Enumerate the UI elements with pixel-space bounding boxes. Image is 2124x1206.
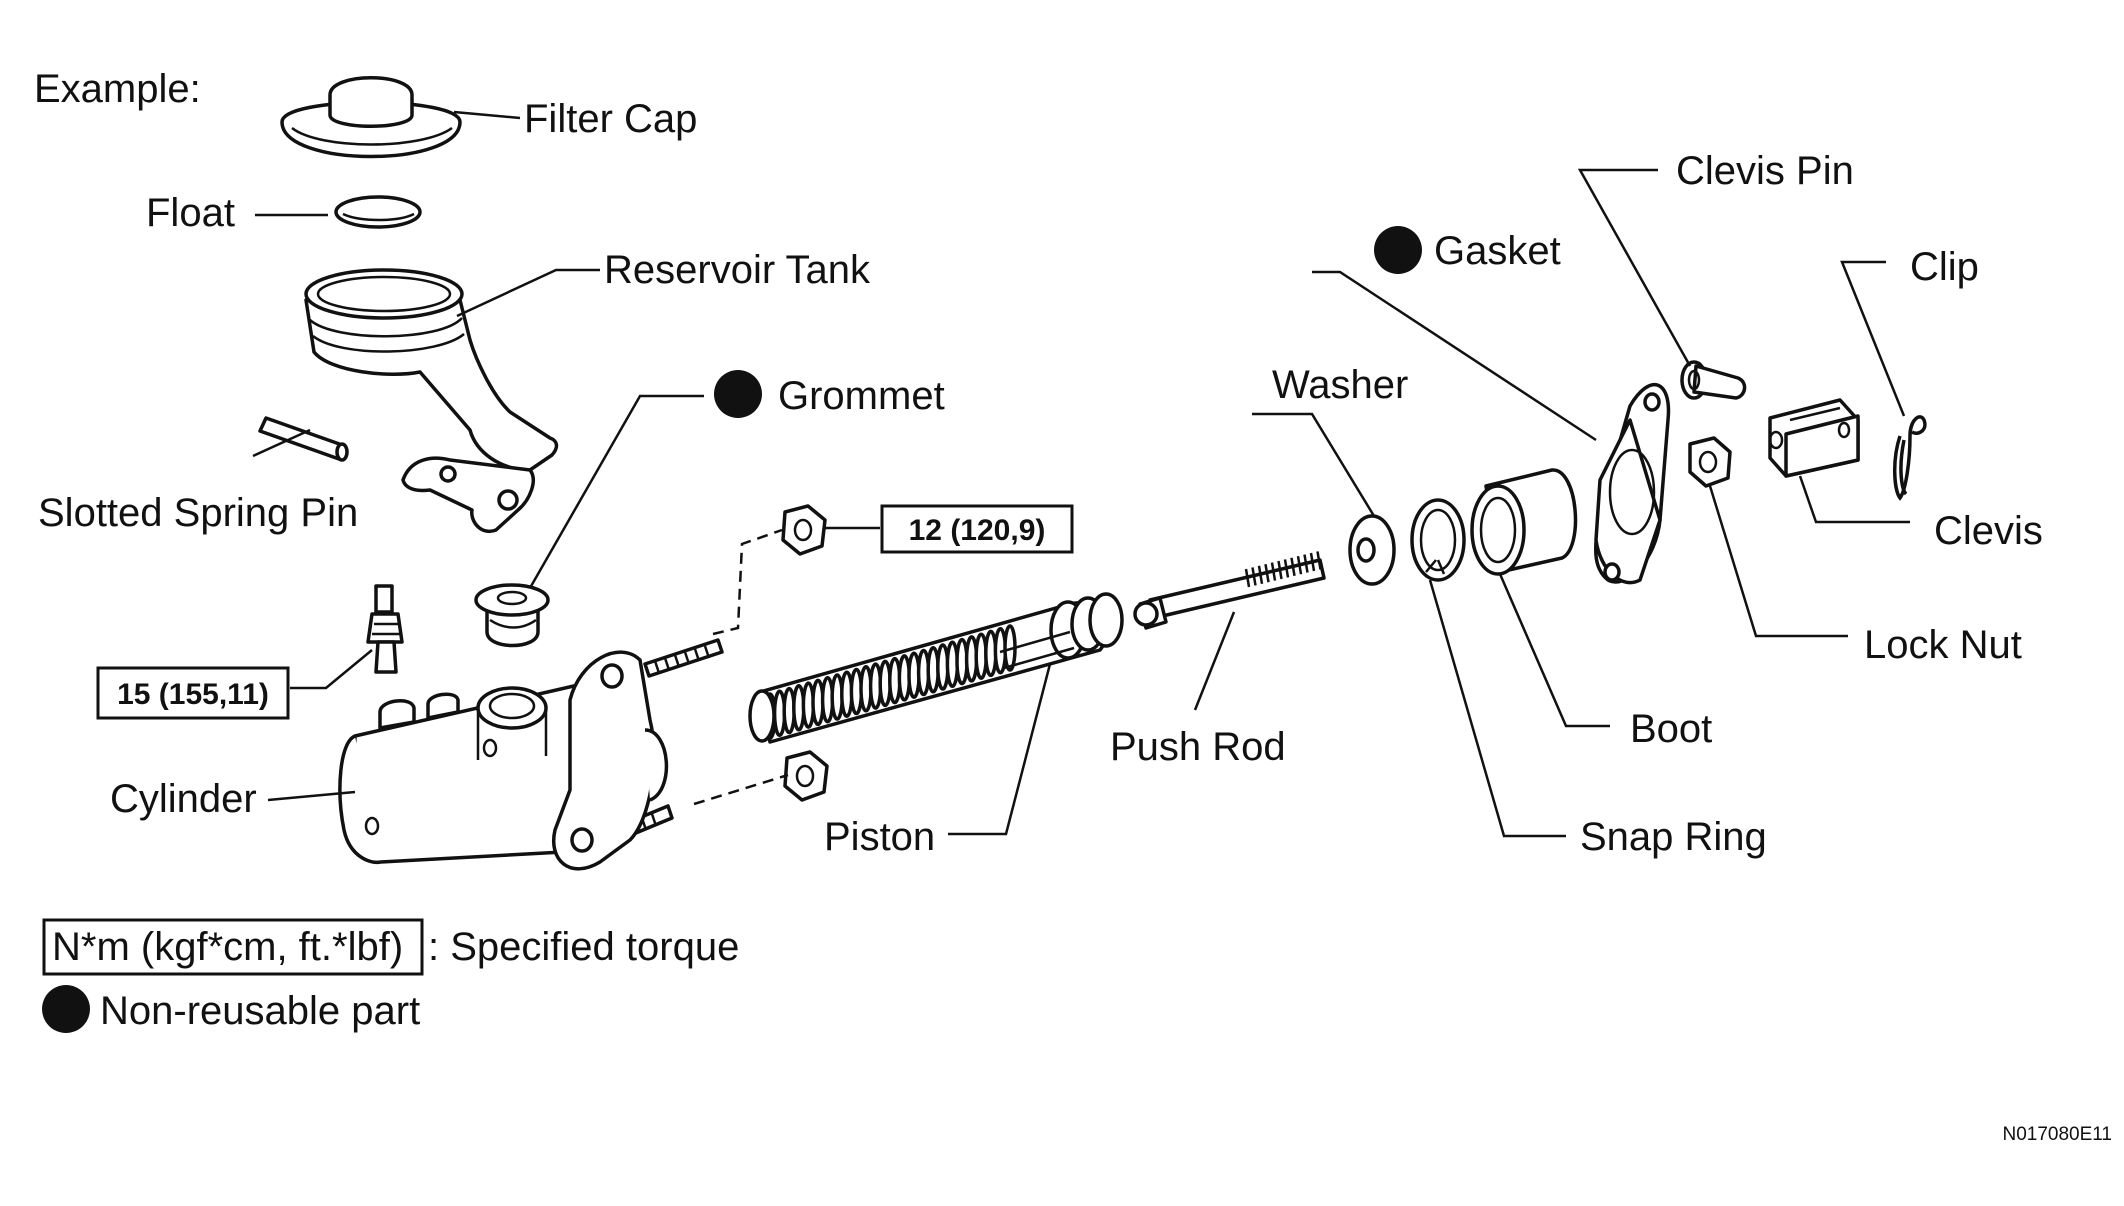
figure-code: N017080E11 xyxy=(2002,1124,2112,1145)
torque-box-nut xyxy=(880,504,1074,554)
thread-line xyxy=(1244,568,1251,588)
nut-upper-part xyxy=(781,504,827,556)
thread-line xyxy=(1283,559,1290,578)
cylinder-part xyxy=(338,638,724,871)
title-text: Example: xyxy=(34,67,201,111)
label-cylinder: Cylinder xyxy=(110,777,257,821)
thread-line xyxy=(1251,567,1257,586)
label-push-rod: Push Rod xyxy=(1110,725,1286,769)
label-lock-nut: Lock Nut xyxy=(1864,623,2022,667)
thread-line xyxy=(1309,552,1316,572)
slotted-spring-pin-part xyxy=(258,416,349,462)
union-fitting-part xyxy=(366,584,404,674)
label-clevis: Clevis xyxy=(1934,509,2043,553)
legend-torque-box-text: N*m (kgf*cm, ft.*lbf) xyxy=(52,925,403,969)
non-reusable-dot-grommet xyxy=(714,370,762,418)
gasket-part xyxy=(1594,382,1671,585)
grommet-part xyxy=(474,583,550,648)
push-rod-thread xyxy=(1244,551,1322,588)
label-clip: Clip xyxy=(1910,245,1979,289)
thread-line xyxy=(1303,554,1309,573)
torque-box-union xyxy=(96,666,290,720)
thread-line xyxy=(1290,557,1296,577)
boot-part xyxy=(1470,468,1578,576)
label-float: Float xyxy=(146,191,235,235)
label-boot: Boot xyxy=(1630,707,1712,751)
leader-lines xyxy=(252,110,1910,838)
thread-line xyxy=(1264,563,1270,583)
piston-part xyxy=(748,592,1124,744)
lock-nut-part xyxy=(1688,436,1732,488)
clip-part xyxy=(1892,415,1927,501)
label-reservoir-tank: Reservoir Tank xyxy=(604,248,871,292)
thread-line xyxy=(1257,565,1264,585)
piston-spring xyxy=(763,624,1017,740)
label-snap-ring: Snap Ring xyxy=(1580,815,1767,859)
non-reusable-dot-gasket xyxy=(1374,226,1422,274)
filter-cap-part xyxy=(280,76,462,159)
label-slotted-spring-pin: Slotted Spring Pin xyxy=(38,491,358,535)
thread-line xyxy=(1277,560,1283,580)
push-rod-part xyxy=(1133,551,1326,630)
label-clevis-pin: Clevis Pin xyxy=(1676,149,1854,193)
legend-non-reusable-text: Non-reusable part xyxy=(100,989,420,1033)
washer-part xyxy=(1348,514,1396,586)
label-grommet: Grommet xyxy=(778,374,945,418)
float-part xyxy=(334,195,422,229)
label-filter-cap: Filter Cap xyxy=(524,97,697,141)
label-washer: Washer xyxy=(1272,363,1408,407)
nut-lower-part xyxy=(783,750,829,802)
legend-torque-text: : Specified torque xyxy=(428,925,739,969)
torque-value-nut: 12 (120,9) xyxy=(909,514,1046,547)
label-gasket: Gasket xyxy=(1434,229,1561,273)
label-piston: Piston xyxy=(824,815,935,859)
legend-torque-box xyxy=(42,918,424,976)
snap-ring-part xyxy=(1410,498,1466,582)
reservoir-tank-part xyxy=(304,268,559,534)
thread-line xyxy=(1296,555,1303,575)
thread-line xyxy=(1270,562,1277,581)
torque-value-union: 15 (155,11) xyxy=(117,678,269,711)
legend-non-reusable-dot xyxy=(42,985,90,1033)
clevis-part xyxy=(1768,398,1860,478)
thread-line xyxy=(1316,551,1322,570)
legend: N*m (kgf*cm, ft.*lbf) : Specified torque… xyxy=(42,918,739,1033)
clevis-pin-part xyxy=(1680,360,1747,400)
